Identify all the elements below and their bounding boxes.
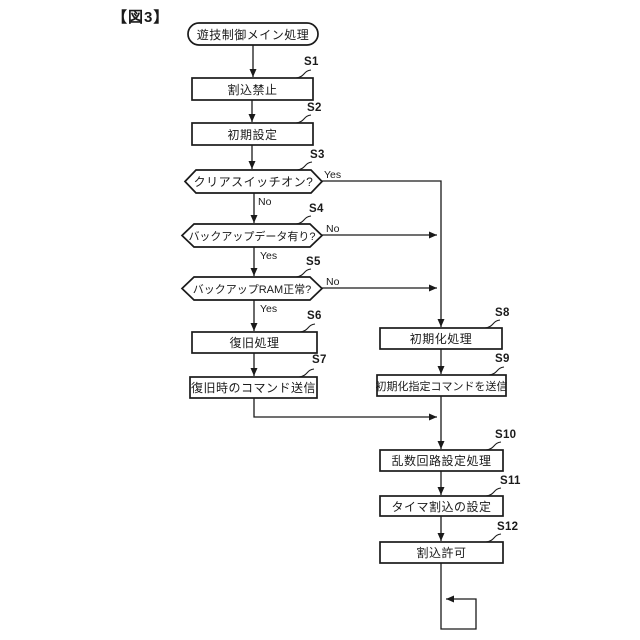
connector-s7-join: [253, 398, 437, 421]
process-box-s7: [189, 376, 318, 399]
node-s11-label: タイマ割込の設定: [391, 499, 492, 514]
process-box-s11: [379, 495, 504, 517]
figure-label: 【図3】: [112, 9, 170, 26]
node-s5-label: バックアップRAM正常?: [192, 283, 312, 296]
connector-end-loop: [440, 563, 477, 630]
step-id-s6: S6: [307, 310, 322, 322]
leader-s11: [485, 487, 502, 497]
step-id-s11: S11: [500, 475, 521, 487]
process-box-s9: [376, 374, 507, 397]
connector-s3-yes-s8: [322, 180, 445, 327]
leader-s5: [295, 268, 312, 278]
step-id-s12: S12: [497, 521, 519, 533]
branch-label-s4-no: No: [326, 223, 340, 235]
step-id-s1: S1: [304, 56, 319, 68]
step-id-s2: S2: [307, 102, 322, 114]
process-box-s12: [379, 541, 504, 564]
leader-s9: [488, 366, 505, 376]
process-box-s6: [191, 331, 318, 354]
step-id-s3: S3: [310, 149, 325, 161]
decision-hex-s3: [183, 169, 324, 194]
branch-label-s5-no: No: [326, 276, 340, 288]
leader-s3: [296, 161, 313, 171]
step-id-s7: S7: [312, 354, 327, 366]
process-box-s10: [379, 449, 504, 472]
process-box-s2: [191, 122, 314, 146]
node-s9-label: 初期化指定コマンドを送信: [375, 380, 508, 393]
node-s10-label: 乱数回路設定処理: [391, 454, 492, 468]
branch-label-s3-no: No: [258, 196, 272, 208]
leader-s4: [295, 215, 312, 225]
leader-s6: [299, 323, 316, 333]
node-s12-label: 割込許可: [416, 546, 467, 560]
leader-s12: [485, 533, 502, 543]
node-s4-label: バックアップデータ有り?: [188, 230, 316, 243]
node-s2-label: 初期設定: [227, 127, 278, 142]
step-id-s9: S9: [495, 353, 510, 365]
step-id-s5: S5: [306, 256, 321, 268]
branch-label-s5-yes: Yes: [260, 303, 278, 315]
decision-hex-s5: [180, 276, 324, 301]
step-id-s8: S8: [495, 307, 510, 319]
branch-label-s3-yes: Yes: [324, 169, 342, 181]
terminal-shape-start: [187, 22, 319, 46]
leader-s10: [485, 441, 502, 451]
process-box-s8: [379, 327, 503, 350]
leader-s8: [484, 319, 501, 329]
node-s1-label: 割込禁止: [227, 82, 278, 97]
start-node-label: 遊技制御メイン処理: [196, 27, 310, 42]
node-s7-label: 復旧時のコマンド送信: [190, 381, 316, 395]
node-s6-label: 復旧処理: [229, 336, 280, 350]
node-s8-label: 初期化処理: [409, 332, 473, 346]
leader-s1: [295, 69, 312, 79]
step-id-s4: S4: [309, 203, 324, 215]
process-box-s1: [191, 77, 314, 101]
step-id-s10: S10: [495, 429, 517, 441]
leader-s7: [298, 368, 315, 378]
leader-s2: [295, 114, 312, 124]
decision-hex-s4: [180, 223, 324, 248]
branch-label-s4-yes: Yes: [260, 250, 278, 262]
node-s3-label: クリアスイッチオン?: [193, 175, 314, 189]
